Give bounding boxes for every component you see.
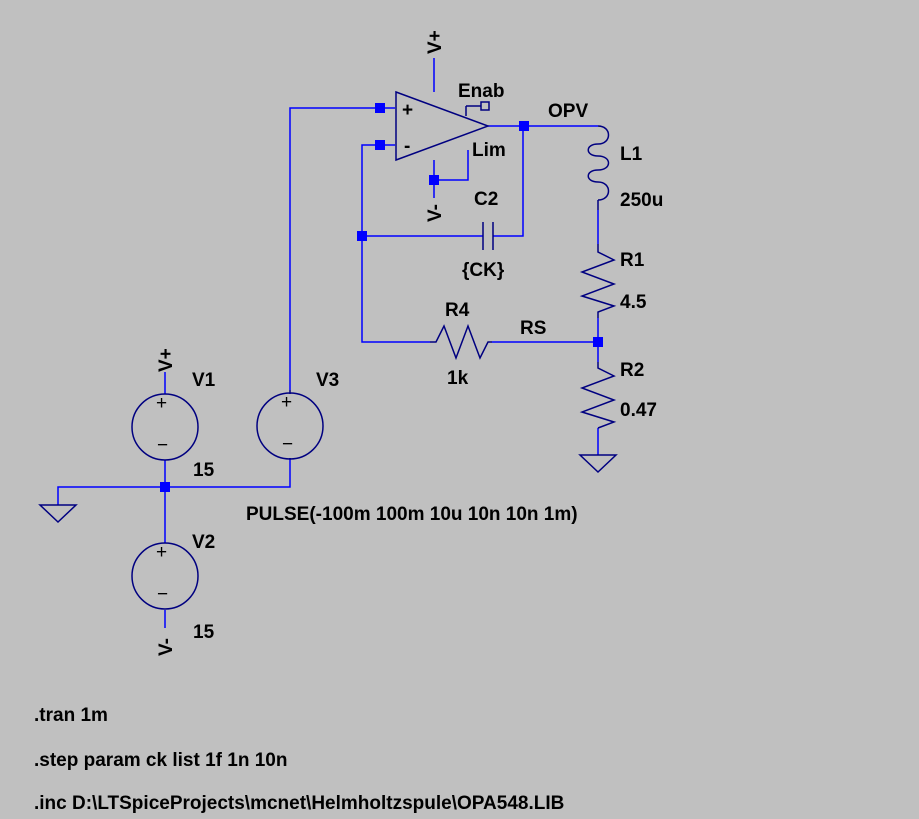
opamp-plus-pin: +: [402, 100, 413, 121]
node-rs: [593, 337, 603, 347]
node-rail: [160, 482, 170, 492]
v2-plus-sign: +: [156, 542, 167, 563]
r1-value: 4.5: [620, 292, 647, 313]
opamp-vminus-label: V-: [425, 204, 446, 222]
r4-name: R4: [445, 300, 470, 321]
directive-tran[interactable]: .tran 1m: [34, 705, 108, 726]
voltage-source-v3[interactable]: + − V3 PULSE(-100m 100m 10u 10n 10n 1m): [246, 370, 578, 525]
v3-plus-sign: +: [281, 392, 292, 413]
r4-value: 1k: [447, 368, 469, 389]
node-plus-input: [375, 103, 385, 113]
v3-value: PULSE(-100m 100m 10u 10n 10n 1m): [246, 504, 578, 525]
v2-vminus-label: V-: [156, 638, 177, 656]
inductor-l1[interactable]: L1 250u: [587, 125, 663, 211]
v1-vplus-label: V+: [156, 348, 177, 372]
lim-label: Lim: [472, 140, 506, 161]
junction-nodes: [160, 103, 603, 492]
opamp-symbol[interactable]: + - Enab Lim V+ V-: [395, 30, 506, 222]
ground-icon-r2: [578, 454, 618, 474]
node-vminus: [429, 175, 439, 185]
v2-minus-sign: −: [157, 584, 168, 605]
r2-name: R2: [620, 360, 644, 381]
resistor-r4[interactable]: R4 1k: [430, 300, 492, 389]
l1-name: L1: [620, 144, 643, 165]
resistor-r2[interactable]: R2 0.47: [579, 360, 657, 429]
r1-name: R1: [620, 250, 645, 271]
v1-minus-sign: −: [157, 435, 168, 456]
net-label-opv: OPV: [548, 101, 588, 122]
voltage-source-v1[interactable]: + − V1 15 V+: [131, 348, 216, 481]
v3-minus-sign: −: [282, 434, 293, 455]
opamp-vplus-label: V+: [425, 30, 446, 54]
v3-name: V3: [316, 370, 339, 391]
voltage-source-v2[interactable]: + − V2 15 V-: [131, 532, 215, 656]
enab-pin: [480, 101, 490, 111]
net-label-rs: RS: [520, 318, 546, 339]
enab-label: Enab: [458, 81, 504, 102]
resistor-r1[interactable]: R1 4.5: [579, 244, 647, 318]
node-minus-input: [375, 140, 385, 150]
v1-plus-sign: +: [156, 393, 167, 414]
opamp-minus-pin: -: [404, 136, 410, 157]
spice-directives[interactable]: .tran 1m .step param ck list 1f 1n 10n .…: [34, 705, 564, 814]
ground-icon-left: [38, 504, 78, 524]
node-output: [519, 121, 529, 131]
l1-value: 250u: [620, 190, 663, 211]
capacitor-c2[interactable]: C2 {CK}: [462, 189, 505, 281]
v2-value: 15: [193, 622, 215, 643]
v1-value: 15: [193, 460, 215, 481]
node-feedback: [357, 231, 367, 241]
c2-value: {CK}: [462, 260, 505, 281]
v1-name: V1: [192, 370, 216, 391]
wires: [57, 58, 599, 628]
directive-inc[interactable]: .inc D:\LTSpiceProjects\mcnet\Helmholtzs…: [34, 793, 564, 814]
c2-name: C2: [474, 189, 498, 210]
directive-step[interactable]: .step param ck list 1f 1n 10n: [34, 750, 287, 771]
r2-value: 0.47: [620, 400, 657, 421]
v2-name: V2: [192, 532, 215, 553]
